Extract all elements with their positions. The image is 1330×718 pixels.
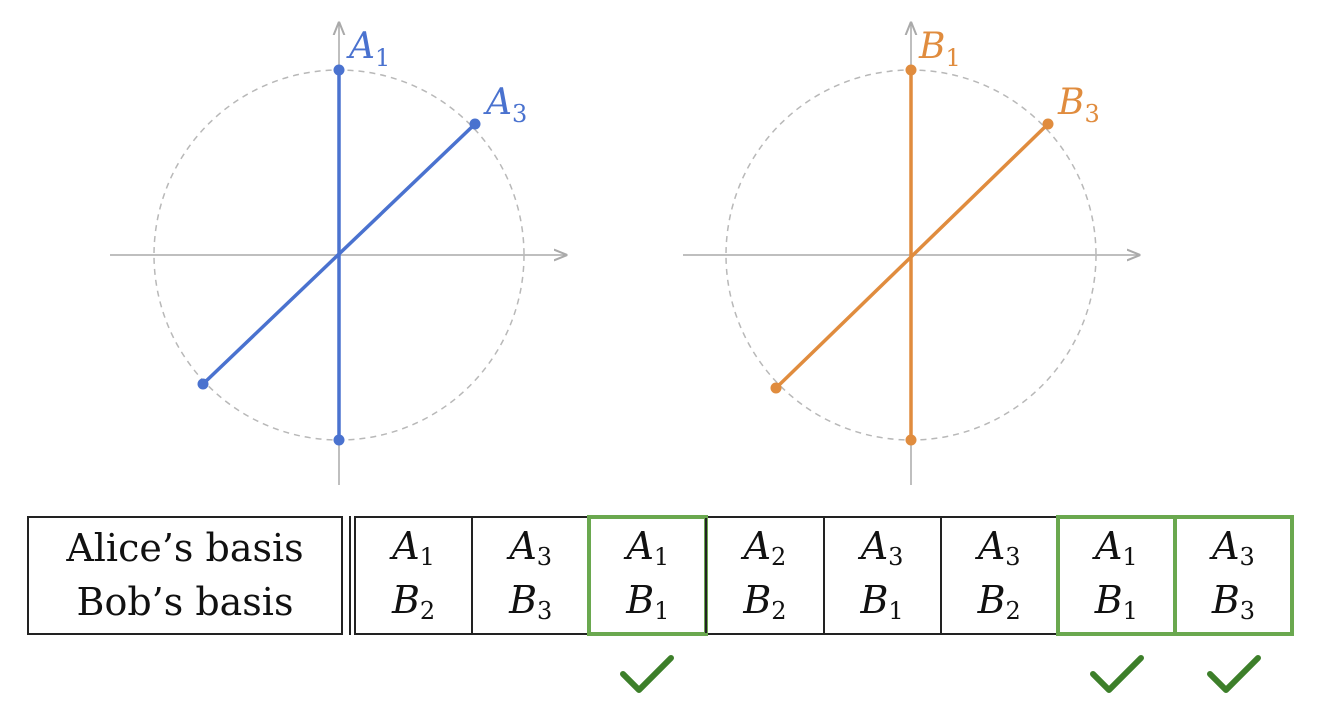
basis-endpoint bbox=[469, 118, 481, 130]
basis-vector-diagonal bbox=[774, 122, 1050, 390]
basis-endpoint bbox=[197, 378, 209, 390]
basis-label-a3: A3 bbox=[483, 82, 527, 128]
basis-endpoint bbox=[770, 382, 782, 394]
basis-symbol: B1 bbox=[860, 578, 904, 625]
basis-endpoint bbox=[905, 434, 917, 446]
basis-symbol: B1 bbox=[626, 578, 670, 625]
basis-symbol: A3 bbox=[1212, 524, 1255, 571]
basis-endpoint bbox=[1042, 118, 1054, 130]
check-mark-icon bbox=[620, 655, 675, 693]
basis-endpoint bbox=[905, 64, 917, 76]
basis-label-b3: B3 bbox=[1057, 82, 1100, 128]
basis-symbol: A2 bbox=[743, 524, 787, 571]
basis-symbol: A1 bbox=[1094, 524, 1138, 571]
basis-symbol: B3 bbox=[1211, 578, 1256, 625]
basis-symbol: A1 bbox=[392, 524, 435, 571]
check-mark-icon bbox=[1207, 655, 1262, 693]
double-rule bbox=[349, 516, 351, 635]
basis-symbol: A3 bbox=[977, 524, 1021, 571]
alice-basis-diagram: A1 A3 bbox=[110, 23, 566, 485]
basis-symbol: B3 bbox=[509, 578, 553, 625]
basis-symbol: A1 bbox=[626, 524, 670, 571]
basis-symbol: A3 bbox=[509, 524, 553, 571]
row-header-cell: Alice’s basis Bob’s basis bbox=[27, 516, 343, 635]
row-header-bob: Bob’s basis bbox=[76, 580, 294, 624]
check-mark-icon bbox=[1089, 655, 1144, 693]
basis-symbol: A3 bbox=[860, 524, 904, 571]
basis-symbol: B1 bbox=[1094, 578, 1138, 625]
basis-endpoint bbox=[333, 64, 345, 76]
basis-vector-diagonal bbox=[201, 122, 477, 386]
basis-endpoint bbox=[333, 434, 345, 446]
basis-symbol: B2 bbox=[977, 578, 1021, 625]
bob-basis-diagram: B1 B3 bbox=[683, 23, 1139, 485]
row-header-alice: Alice’s basis bbox=[66, 526, 304, 570]
basis-symbol: B2 bbox=[743, 578, 787, 625]
basis-label-a1: A1 bbox=[346, 26, 390, 72]
basis-label-b1: B1 bbox=[918, 26, 961, 72]
basis-diagrams: A1 A3 B1 B3 bbox=[110, 0, 1330, 485]
basis-symbol: B2 bbox=[391, 578, 436, 625]
